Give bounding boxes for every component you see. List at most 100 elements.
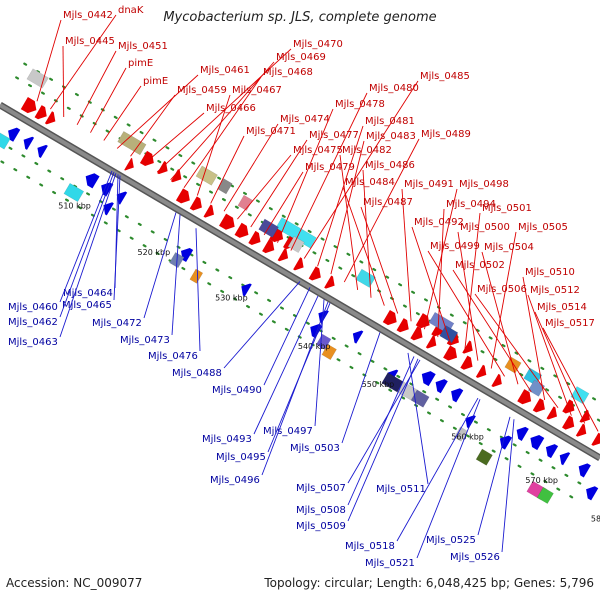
scale-label: 550 kbp xyxy=(362,380,395,389)
forward-feature-shape xyxy=(195,165,218,186)
forward-feature xyxy=(26,68,49,89)
bottom-leader-line xyxy=(347,359,421,484)
forward-gene xyxy=(324,275,335,289)
forward-gene xyxy=(460,355,473,370)
forward-gene xyxy=(277,248,289,262)
bottom-leader-line xyxy=(261,301,329,476)
bottom-gene-label: Mjls_0465 xyxy=(62,300,112,311)
forward-gene-shape xyxy=(20,97,37,114)
bottom-gene-label: Mjls_0460 xyxy=(8,302,58,313)
top-leader-line xyxy=(401,188,412,322)
forward-gene xyxy=(591,432,600,446)
top-gene-label: Mjls_0475 xyxy=(293,145,343,156)
forward-gene xyxy=(382,310,397,326)
bottom-gene-label: Mjls_0490 xyxy=(212,385,262,396)
reverse-feature xyxy=(453,426,468,442)
scale-label: 560 kbp xyxy=(451,433,484,442)
forward-gene xyxy=(443,345,458,361)
forward-gene xyxy=(562,399,575,414)
top-leader-line xyxy=(290,92,368,251)
top-leader-line xyxy=(490,231,517,369)
bottom-leader-line xyxy=(59,170,113,303)
top-gene-label: Mjls_0477 xyxy=(309,130,359,141)
reverse-gene xyxy=(435,379,448,394)
forward-gene xyxy=(34,105,47,120)
reverse-gene xyxy=(37,144,48,158)
scale-label: 570 kbp xyxy=(525,476,558,485)
forward-gene-shape xyxy=(262,239,275,254)
top-gene-label: Mjls_0485 xyxy=(420,71,470,82)
reverse-gene xyxy=(421,371,436,387)
top-leader-line xyxy=(36,19,62,102)
reverse-gene xyxy=(85,173,100,189)
guide-dots xyxy=(23,62,600,404)
forward-feature xyxy=(217,178,233,195)
top-gene-label: Mjls_0502 xyxy=(455,260,505,271)
forward-gene xyxy=(475,364,487,378)
reverse-gene xyxy=(180,247,194,263)
scale-label: 530 kbp xyxy=(215,294,248,303)
reverse-feature xyxy=(536,486,554,505)
bottom-leader-line xyxy=(143,212,177,319)
reverse-gene-shape xyxy=(578,463,591,478)
forward-gene xyxy=(396,318,409,333)
reverse-gene xyxy=(116,191,128,205)
reverse-gene-shape xyxy=(103,202,114,216)
top-gene-label: Mjls_0442 xyxy=(63,10,113,21)
forward-gene xyxy=(462,340,473,354)
bottom-leader-line xyxy=(347,358,419,522)
bottom-gene-label: Mjls_0521 xyxy=(365,558,415,569)
forward-gene-shape xyxy=(324,275,335,289)
top-leader-line xyxy=(103,85,142,141)
bottom-gene-label: Mjls_0507 xyxy=(296,483,346,494)
top-gene-label: Mjls_0459 xyxy=(177,85,227,96)
forward-gene xyxy=(575,423,587,437)
top-leader-line xyxy=(362,169,372,298)
top-leader-line xyxy=(210,135,245,204)
bottom-gene-label: Mjls_0462 xyxy=(8,317,58,328)
forward-gene xyxy=(203,204,214,218)
forward-gene-shape xyxy=(170,169,182,183)
top-leader-line xyxy=(481,251,519,385)
forward-feature xyxy=(117,131,147,156)
top-leader-line xyxy=(76,50,117,126)
reverse-gene xyxy=(530,434,545,451)
reverse-gene-shape xyxy=(559,452,571,466)
forward-gene-shape xyxy=(203,204,214,218)
top-leader-line xyxy=(277,108,334,243)
top-leader-line xyxy=(411,226,452,346)
forward-gene-shape xyxy=(443,345,458,361)
top-gene-label: Mjls_0501 xyxy=(482,203,532,214)
scale-label: 520 kbp xyxy=(138,248,171,257)
reverse-feature-shape xyxy=(189,268,204,284)
bottom-gene-label: Mjls_0509 xyxy=(296,521,346,532)
forward-feature-shape xyxy=(523,367,543,386)
forward-gene xyxy=(234,222,249,238)
top-gene-label: Mjls_0461 xyxy=(200,65,250,76)
forward-gene xyxy=(425,335,437,349)
reverse-gene xyxy=(499,435,513,450)
reverse-gene-shape xyxy=(516,426,529,441)
forward-feature xyxy=(523,367,543,386)
forward-gene xyxy=(562,415,575,430)
bottom-gene-label: Mjls_0496 xyxy=(210,475,260,486)
bottom-leader-line xyxy=(347,356,415,506)
top-gene-label: pimE xyxy=(143,76,168,87)
top-gene-label: Mjls_0484 xyxy=(345,177,395,188)
forward-gene xyxy=(157,161,168,175)
top-gene-label: Mjls_0466 xyxy=(206,103,256,114)
top-gene-label: Mjls_0487 xyxy=(363,197,413,208)
forward-gene-shape xyxy=(234,222,249,238)
top-gene-label: Mjls_0470 xyxy=(293,39,343,50)
top-gene-label: Mjls_0479 xyxy=(305,162,355,173)
top-gene-label: Mjls_0500 xyxy=(460,222,510,233)
top-gene-label: Mjls_0505 xyxy=(518,222,568,233)
bottom-leader-line xyxy=(171,214,181,336)
bottom-leader-line xyxy=(195,228,201,352)
top-leader-line xyxy=(330,140,365,275)
reverse-feature-shape xyxy=(63,182,85,203)
forward-gene xyxy=(139,150,154,167)
reverse-gene xyxy=(23,136,35,150)
reverse-gene-shape xyxy=(241,283,252,297)
